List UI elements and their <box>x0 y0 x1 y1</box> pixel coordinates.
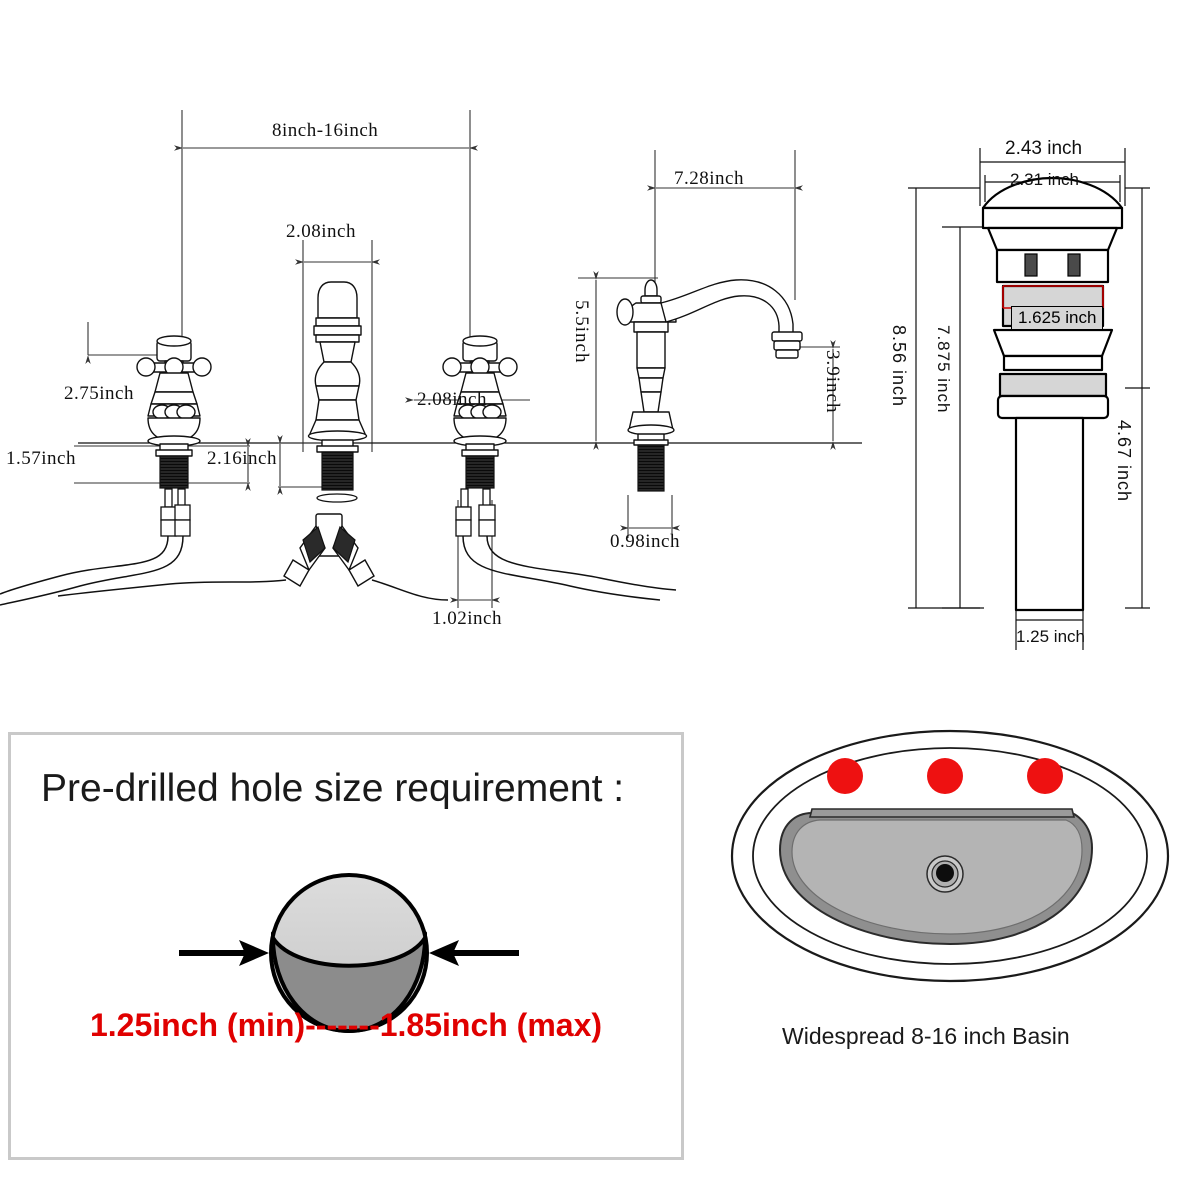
hole-range-text: 1.25inch (min)-------1.85inch (max) <box>89 1007 603 1043</box>
y-splitter-nuts <box>302 525 356 564</box>
gooseneck-spout <box>616 279 803 446</box>
faucet-elevation-drawing <box>0 110 862 608</box>
basin-drain-hole <box>936 864 954 882</box>
dim-thread-band: 1.625 inch <box>1011 306 1104 330</box>
basin-top-view-section <box>700 716 1200 1046</box>
hole-arrow-left <box>179 940 269 966</box>
center-spout-body <box>307 281 368 453</box>
dim-shank-center: 2.16inch <box>207 448 277 469</box>
dim-hose-spacing: 1.02inch <box>432 608 502 629</box>
basin-faucet-hole-right <box>1027 758 1063 794</box>
drain-cap-rim <box>981 206 1124 230</box>
spout-shank <box>637 444 665 492</box>
pre-drilled-hole-panel: Pre-drilled hole size requirement : 1. <box>8 732 684 1160</box>
basin-faucet-hole-left <box>827 758 863 794</box>
dim-body-length: 7.875 inch <box>934 325 953 414</box>
dim-shank-left: 1.57inch <box>6 448 76 469</box>
dim-cap-inner-width: 2.31 inch <box>1010 170 1079 189</box>
right-supply-hoses <box>462 535 677 601</box>
right-shank <box>465 455 495 489</box>
dim-handle-height: 2.75inch <box>64 383 134 404</box>
dim-tailpiece-diameter: 1.25 inch <box>1016 627 1085 646</box>
dim-spout-height: 5.5inch <box>571 300 592 364</box>
drain-tailpiece <box>1014 416 1085 612</box>
drain-nut <box>996 394 1110 420</box>
drain-elevation-drawing <box>908 148 1150 650</box>
drain-body <box>981 176 1124 612</box>
drain-flange-base <box>1002 354 1104 372</box>
drain-slots <box>1024 253 1081 277</box>
drain-elevation-section: 2.43 inch 2.31 inch 8.56 inch 7.875 inch… <box>880 130 1200 690</box>
left-supply-hoses <box>0 535 184 606</box>
dim-spread-range: 8inch-16inch <box>272 120 379 141</box>
basin-top-view-drawing <box>730 729 1170 983</box>
splitter-hoses <box>57 579 449 601</box>
faucet-elevation-section: 8inch-16inch 2.08inch 2.75inch 1.57inch … <box>0 0 880 700</box>
dim-spout-outlet-height: 3.9inch <box>822 350 843 414</box>
dim-cap-outer-width: 2.43 inch <box>1005 138 1083 159</box>
center-washer <box>316 493 358 503</box>
left-cross-handle <box>136 335 212 457</box>
basin-back-ledge <box>808 808 1076 818</box>
right-cross-handle <box>442 335 518 457</box>
basin-faucet-hole-center <box>927 758 963 794</box>
hole-illustration <box>179 873 519 1034</box>
dim-tailpiece-length: 4.67 inch <box>1114 420 1134 503</box>
right-supply-connectors <box>455 488 496 537</box>
dim-spout-reach: 7.28inch <box>674 168 744 189</box>
drain-flange-taper <box>992 328 1114 358</box>
hole-panel-title: Pre-drilled hole size requirement : <box>41 767 625 810</box>
left-shank <box>159 455 189 489</box>
drain-collar <box>998 372 1108 398</box>
drain-cap-taper <box>986 226 1119 252</box>
dim-total-length: 8.56 inch <box>889 325 909 408</box>
center-shank <box>321 451 354 491</box>
hole-arrow-right <box>429 940 519 966</box>
hole-inner-shadow <box>270 931 428 1034</box>
y-splitter-outlets <box>283 559 375 587</box>
dim-handle-width: 2.08inch <box>417 389 487 410</box>
dim-shank-diameter: 0.98inch <box>610 531 680 552</box>
drain-strainer-band <box>995 248 1110 284</box>
basin-caption: Widespread 8-16 inch Basin <box>782 1023 1070 1049</box>
left-supply-connectors <box>160 488 191 537</box>
dim-spout-body-width: 2.08inch <box>286 221 356 242</box>
drain-cap-dome <box>981 176 1124 210</box>
